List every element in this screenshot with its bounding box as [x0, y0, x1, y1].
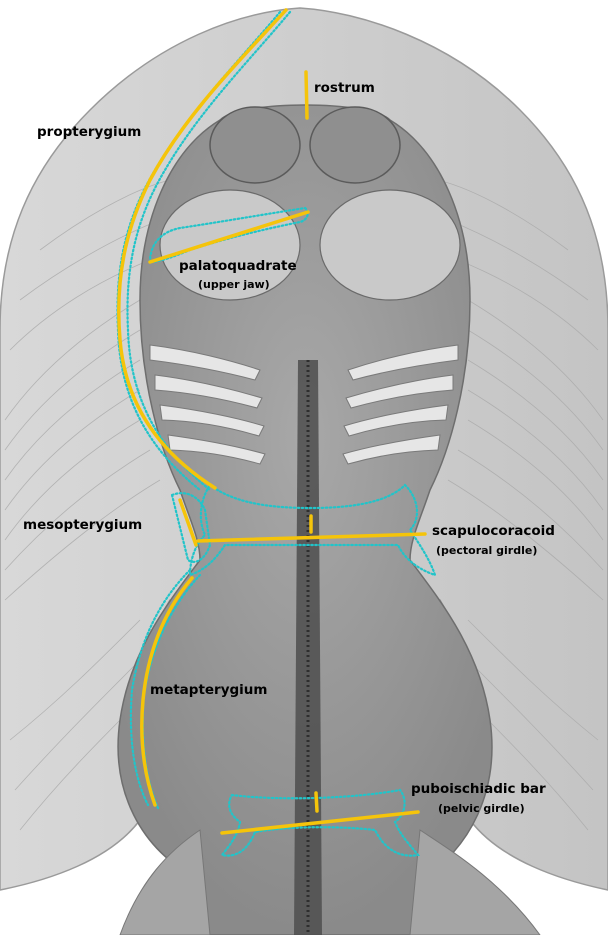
label-metapterygium: metapterygium [150, 684, 268, 698]
orbit-right [320, 190, 460, 300]
label-scapulocoracoid: scapulocoracoid [432, 525, 555, 539]
nasal-capsule-left [210, 107, 300, 183]
label-puboischiadic-sub: (pelvic girdle) [438, 803, 525, 814]
label-rostrum: rostrum [314, 82, 375, 96]
label-scapulocoracoid-sub: (pectoral girdle) [436, 545, 537, 556]
label-palatoquadrate: palatoquadrate [179, 260, 297, 274]
label-mesopterygium: mesopterygium [23, 519, 142, 533]
puboischiadic-tick [316, 793, 317, 811]
nasal-capsule-right [310, 107, 400, 183]
rostrum-line [306, 72, 307, 118]
label-puboischiadic: puboischiadic bar [411, 783, 546, 797]
label-palatoquadrate-sub: (upper jaw) [198, 279, 270, 290]
label-propterygium: propterygium [37, 126, 141, 140]
